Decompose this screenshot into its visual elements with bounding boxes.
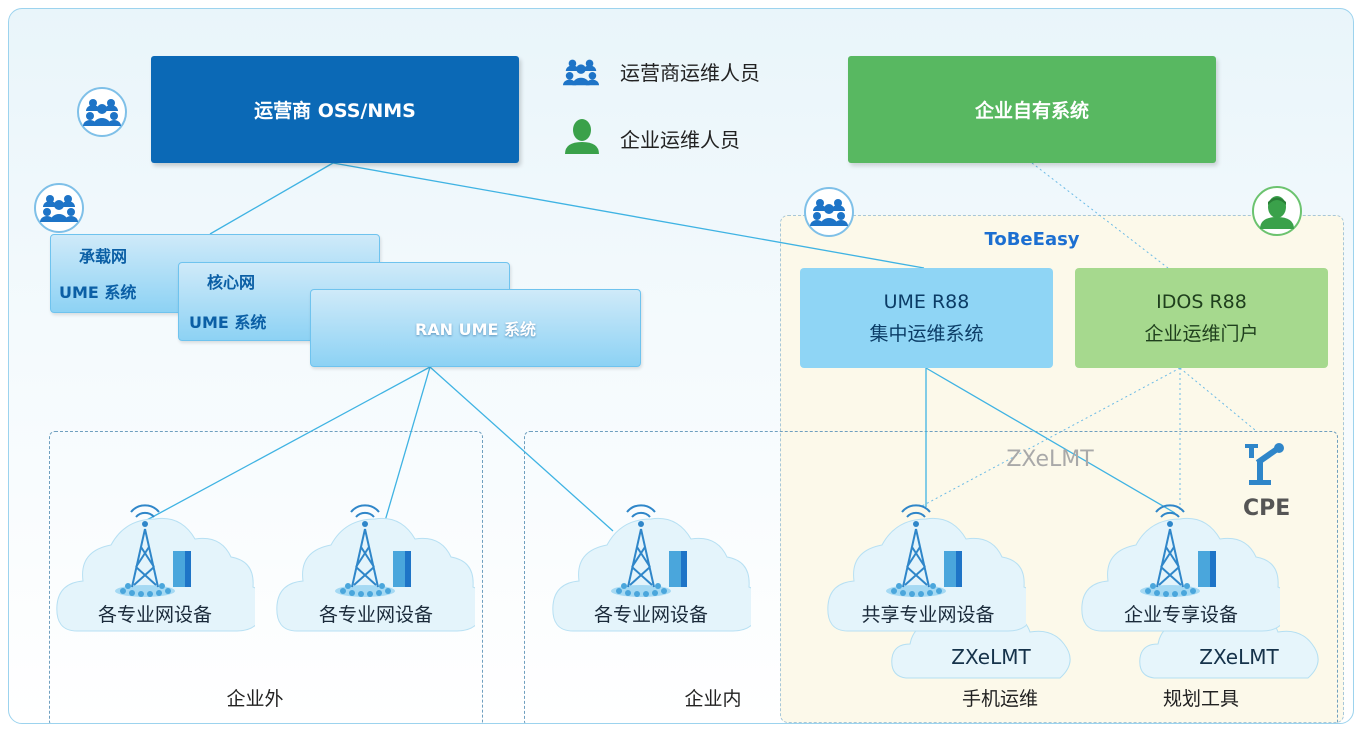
enterprise-person-icon bbox=[1252, 186, 1302, 236]
operator-group-icon bbox=[804, 187, 854, 237]
oss-nms-box[interactable]: 运营商 OSS/NMS bbox=[151, 56, 519, 163]
ume-core-line1: 核心网 bbox=[207, 273, 256, 292]
outside-enterprise-zone bbox=[49, 431, 483, 723]
enterprise-system-label: 企业自有系统 bbox=[974, 100, 1089, 122]
cloud-label: 各专业网设备 bbox=[593, 604, 709, 626]
enterprise-system-box[interactable]: 企业自有系统 bbox=[848, 56, 1216, 163]
ume-r88-line1: UME R88 bbox=[883, 290, 970, 313]
cloud-label: 共享专业网设备 bbox=[861, 604, 995, 626]
cloud-label: 企业专享设备 bbox=[1123, 604, 1239, 626]
zxelmt-cloud-label: ZXeLMT bbox=[951, 645, 1031, 669]
device-cloud bbox=[1081, 504, 1280, 632]
cpe-label: CPE bbox=[1243, 496, 1291, 521]
zone-outside-label: 企业外 bbox=[226, 688, 284, 710]
legend-person-icon bbox=[565, 119, 599, 154]
zone-inside-label: 企业内 bbox=[684, 688, 742, 710]
ume-core-line2: UME 系统 bbox=[189, 313, 267, 332]
legend-operator-label: 运营商运维人员 bbox=[620, 61, 760, 85]
device-cloud bbox=[827, 504, 1026, 632]
oss-nms-label: 运营商 OSS/NMS bbox=[254, 100, 416, 122]
ume-bearer-line2: UME 系统 bbox=[59, 283, 137, 302]
tobeeasy-title: ToBeEasy bbox=[984, 229, 1080, 250]
idos-r88-line1: IDOS R88 bbox=[1156, 290, 1247, 313]
device-cloud bbox=[56, 504, 255, 632]
ume-bearer-line1: 承载网 bbox=[79, 247, 128, 266]
device-cloud bbox=[276, 504, 475, 632]
operator-group-icon bbox=[77, 87, 127, 137]
operator-group-icon bbox=[34, 183, 84, 233]
ume-ran-label: RAN UME 系统 bbox=[414, 320, 537, 339]
ume-r88-line2: 集中运维系统 bbox=[869, 323, 984, 345]
zxelmt-caption: 手机运维 bbox=[961, 688, 1039, 710]
cloud-label: 各专业网设备 bbox=[318, 604, 434, 626]
device-cloud bbox=[552, 504, 751, 632]
inside-enterprise-zone bbox=[524, 431, 1338, 723]
idos-r88-line2: 企业运维门户 bbox=[1144, 323, 1259, 345]
cloud-label: 各专业网设备 bbox=[97, 604, 213, 626]
ume-ran-box[interactable]: RAN UME 系统 bbox=[310, 289, 641, 367]
robot-arm-icon bbox=[1245, 443, 1284, 485]
ume-r88-box[interactable]: UME R88 集中运维系统 bbox=[800, 268, 1053, 368]
zxelmt-caption: 规划工具 bbox=[1162, 688, 1240, 710]
legend-enterprise-label: 企业运维人员 bbox=[620, 128, 740, 152]
legend-group-icon bbox=[562, 59, 600, 86]
idos-r88-box[interactable]: IDOS R88 企业运维门户 bbox=[1075, 268, 1328, 368]
zxelmt-overlay-label: ZXeLMT bbox=[1006, 447, 1094, 472]
zxelmt-cloud-label: ZXeLMT bbox=[1199, 645, 1279, 669]
